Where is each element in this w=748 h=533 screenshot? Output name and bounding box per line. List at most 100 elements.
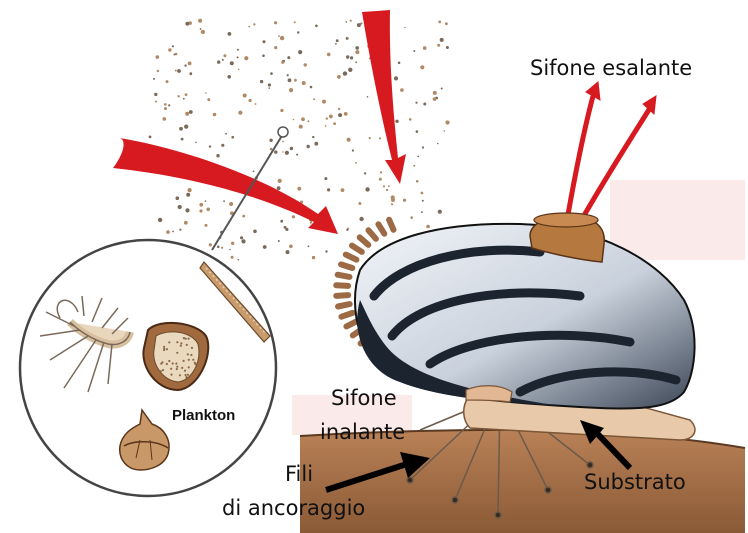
particle [166,80,169,83]
particle [213,113,217,117]
particle [329,115,333,119]
inhalant-siphon [466,386,512,402]
particle [327,53,331,57]
particle [260,80,263,83]
particle [391,203,393,205]
particle [176,196,180,200]
particle [438,210,442,214]
particle [294,21,296,23]
particle [268,83,271,86]
particle [188,188,192,192]
particle [174,54,176,56]
particle [164,107,167,110]
particle [183,98,185,100]
particle [365,187,369,191]
particle [324,177,327,180]
particle [404,27,406,29]
mantle-fringe-tooth [378,224,384,233]
particle [440,38,444,42]
particle [288,78,292,82]
particle [157,70,159,72]
particle [338,113,342,117]
particle [445,22,448,25]
particle [413,165,415,167]
particle [379,178,382,181]
diatom-texture-dot [168,341,170,343]
particle [228,32,232,36]
diatom-texture-dot [176,366,178,368]
particle [223,200,225,202]
particle [263,40,266,43]
particle [244,56,248,60]
particle [416,130,419,133]
particle [338,108,340,110]
particle [200,28,202,30]
particle [168,104,170,106]
mantle-fringe-tooth [338,304,350,306]
particle [241,239,245,243]
particle [198,19,202,23]
particle [352,149,354,151]
particle [403,199,406,202]
particle [312,256,315,259]
particle [205,224,208,227]
particle [416,180,419,183]
particle [205,200,207,202]
inhalant-siphon-label-line2: inalante [320,420,405,444]
particle [278,240,280,242]
particle [217,60,220,63]
particle [237,56,239,58]
mantle-fringe-tooth [369,230,376,239]
mantle-fringe-tooth [346,255,357,260]
particle [287,56,290,59]
mantle-fringe-tooth [352,246,362,252]
diatom-texture-dot [183,360,185,362]
particle [437,143,439,145]
particle [360,23,362,25]
particle [270,148,273,151]
byssus-label-line2: di ancoraggio [222,496,365,520]
particle [242,215,245,218]
particle [209,145,211,147]
particle [391,195,395,199]
diatom-texture-dot [176,368,178,370]
diatom-texture-dot [180,345,182,347]
particle [357,23,361,27]
particle [310,221,312,223]
mantle-fringe-tooth [336,285,348,286]
diatom-texture-dot [170,368,172,370]
particle [249,99,252,102]
particle [335,43,337,45]
particle [188,62,192,66]
particle [304,63,307,66]
particle [293,119,295,121]
particle [426,225,430,229]
particle [421,192,424,195]
particle [205,92,207,94]
particle [297,31,299,33]
particle [221,144,224,147]
particle [438,21,441,24]
particle [294,79,297,82]
diatom-texture-dot [188,366,190,368]
diatom-texture-dot [190,354,192,356]
particle [229,249,231,251]
particle [280,220,283,223]
particle [285,151,289,155]
particle [307,120,309,122]
mantle-fringe-tooth [341,313,352,317]
particle [178,95,180,97]
plankton-label: Plankton [172,404,235,428]
particle [346,21,348,23]
particle [158,218,162,222]
particle [274,46,277,49]
particle [207,98,210,101]
particle [281,61,284,64]
particle [386,189,388,191]
diatom-texture-dot [191,347,193,349]
particle [155,101,157,103]
diatom-texture-dot [188,359,190,361]
particle [347,37,349,39]
particle [181,138,184,141]
